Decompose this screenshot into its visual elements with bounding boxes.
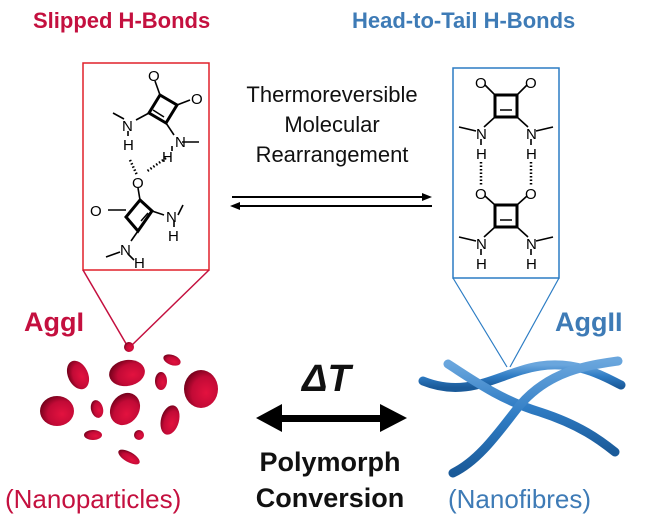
callout-dot — [124, 342, 134, 352]
slipped-dimer-box — [82, 62, 210, 352]
nanoparticle — [134, 430, 144, 440]
atom-o: O — [132, 175, 144, 192]
polymorph-line: Polymorph — [259, 447, 401, 477]
atom-h: H — [134, 255, 145, 272]
nanoparticle — [84, 430, 102, 440]
nanoparticle — [184, 370, 218, 408]
nanofibres-illustration — [418, 356, 626, 478]
nanoparticle — [109, 359, 145, 387]
callout-line-left-a — [82, 269, 129, 348]
callout-line-right-a — [452, 277, 508, 368]
atom-o: O — [148, 68, 160, 85]
atom-h: H — [123, 137, 134, 154]
atom-o: O — [475, 186, 487, 203]
rearrangement-line-1: Thermoreversible — [246, 82, 418, 107]
atom-n: N — [476, 236, 487, 253]
head-to-tail-h-bonds-title: Head-to-Tail H-Bonds — [352, 8, 576, 33]
atom-h: H — [476, 146, 487, 163]
atom-o: O — [525, 186, 537, 203]
atom-h: H — [526, 146, 537, 163]
aggii-label: AggII — [555, 307, 623, 337]
nanoparticle — [66, 360, 90, 390]
nanofibres-label: (Nanofibres) — [448, 484, 592, 514]
slipped-atom-labels: O O N H N H O O N H N H — [90, 68, 203, 272]
reverse-arrowhead — [230, 202, 240, 210]
nanoparticle — [90, 400, 104, 418]
delta-t-label: ΔT — [302, 358, 351, 400]
nanoparticle — [109, 392, 141, 426]
head-to-tail-dimer-structure — [458, 84, 554, 255]
nanoparticles-illustration — [40, 354, 218, 465]
nanoparticles-label: (Nanoparticles) — [5, 484, 182, 514]
rearrangement-line-2: Molecular — [284, 112, 380, 137]
atom-h: H — [168, 228, 179, 245]
nanofibre — [418, 360, 626, 393]
nanoparticle — [160, 405, 180, 435]
right-arrowhead — [380, 404, 407, 432]
nanoparticle — [155, 372, 167, 390]
atom-o: O — [525, 75, 537, 92]
nanoparticle — [163, 354, 181, 366]
conversion-line: Conversion — [255, 483, 405, 513]
atom-n: N — [476, 126, 487, 143]
atom-h: H — [476, 256, 487, 273]
atom-n: N — [120, 242, 131, 259]
atom-o: O — [90, 203, 102, 220]
slipped-h-bonds-title: Slipped H-Bonds — [33, 8, 211, 33]
polymorph-conversion-arrow — [256, 404, 407, 432]
atom-o: O — [475, 75, 487, 92]
atom-n: N — [122, 118, 133, 135]
nanofibre — [443, 359, 620, 457]
nanoparticle — [118, 449, 140, 465]
atom-n: N — [175, 134, 186, 151]
atom-o: O — [191, 91, 203, 108]
atom-n: N — [166, 209, 177, 226]
rearrangement-line-3: Rearrangement — [255, 142, 409, 167]
atom-h: H — [162, 149, 173, 166]
nanoparticle — [40, 396, 74, 426]
callout-line-right-b — [509, 277, 560, 368]
slipped-dimer-structure — [105, 80, 199, 261]
callout-line-left-b — [129, 269, 210, 348]
arrow-shaft — [276, 415, 382, 422]
equilibrium-arrows — [230, 193, 432, 210]
left-arrowhead — [256, 404, 282, 432]
aggi-label: AggI — [24, 307, 84, 337]
atom-n: N — [526, 236, 537, 253]
head-to-tail-dimer-box — [452, 67, 560, 368]
forward-arrowhead — [422, 193, 432, 201]
rearrangement-label: Thermoreversible Molecular Rearrangement — [212, 80, 452, 170]
polymorph-conversion-label: Polymorph Conversion — [240, 444, 420, 516]
atom-h: H — [526, 256, 537, 273]
atom-n: N — [526, 126, 537, 143]
nanofibre — [448, 356, 623, 478]
head-to-tail-atom-labels: O O N N H H O O N N H H — [475, 75, 537, 273]
